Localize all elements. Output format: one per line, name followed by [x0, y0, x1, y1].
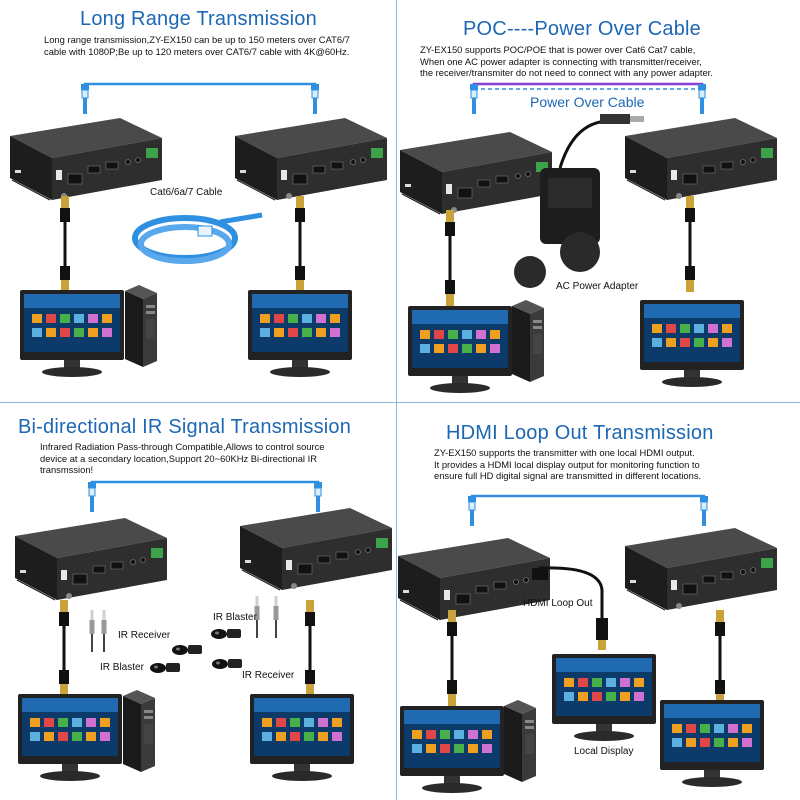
long-range-title: Long Range Transmission [80, 8, 317, 30]
long-range-desc-line: cable with 1080P;Be up to 120 meters ove… [44, 45, 350, 57]
cable-label: Cat6/6a/7 Cable [150, 187, 223, 198]
ir-desc-line: Infrared Radiation Pass-through Compatib… [40, 441, 325, 452]
ir-blaster-right: IR Blaster [213, 612, 257, 623]
poc-description: ZY-EX150 supports POC/POE that is power … [420, 44, 795, 79]
long-range-desc-line: Long range transmission,ZY-EX150 can be … [44, 34, 350, 45]
poc-desc-line: ZY-EX150 supports POC/POE that is power … [420, 44, 696, 55]
poc-desc-line: When one AC power adapter is connecting … [420, 55, 702, 67]
ac-adapter-label: AC Power Adapter [556, 281, 639, 292]
ir-desc-line: transmssion! [40, 464, 94, 476]
loop-desc-line: ZY-EX150 supports the transmitter with o… [434, 447, 695, 458]
ir-blaster-left: IR Blaster [100, 662, 144, 673]
long-range-description: Long range transmission,ZY-EX150 can be … [44, 34, 389, 57]
poc-title: POC----Power Over Cable [463, 18, 701, 40]
panel-loop-art [397, 494, 778, 793]
power-over-cable-label: Power Over Cable [530, 94, 645, 110]
ir-receiver-left: IR Receiver [118, 630, 171, 641]
loop-desc-line: It provides a HDMI local display output … [434, 458, 700, 470]
panel-long-range-art [9, 82, 388, 377]
poc-desc-line: the receiver/transmiter do not need to c… [420, 67, 713, 79]
ir-desc-line: device at a secondary location,Support 2… [40, 452, 317, 464]
hdmi-loop-out-label: HDMI Loop Out [523, 598, 593, 609]
panel-poc-art [399, 82, 778, 393]
loop-description: ZY-EX150 supports the transmitter with o… [434, 447, 796, 482]
ir-receiver-right: IR Receiver [242, 670, 295, 681]
loop-title: HDMI Loop Out Transmission [446, 422, 714, 444]
ir-title: Bi-directional IR Signal Transmission [18, 416, 352, 438]
horizontal-divider [0, 402, 800, 403]
loop-desc-line: ensure full HD digital signal are transm… [434, 470, 702, 482]
vertical-divider [396, 0, 397, 800]
panel-ir-art [14, 480, 393, 781]
ir-description: Infrared Radiation Pass-through Compatib… [40, 441, 385, 476]
local-display-label: Local Display [574, 746, 634, 757]
